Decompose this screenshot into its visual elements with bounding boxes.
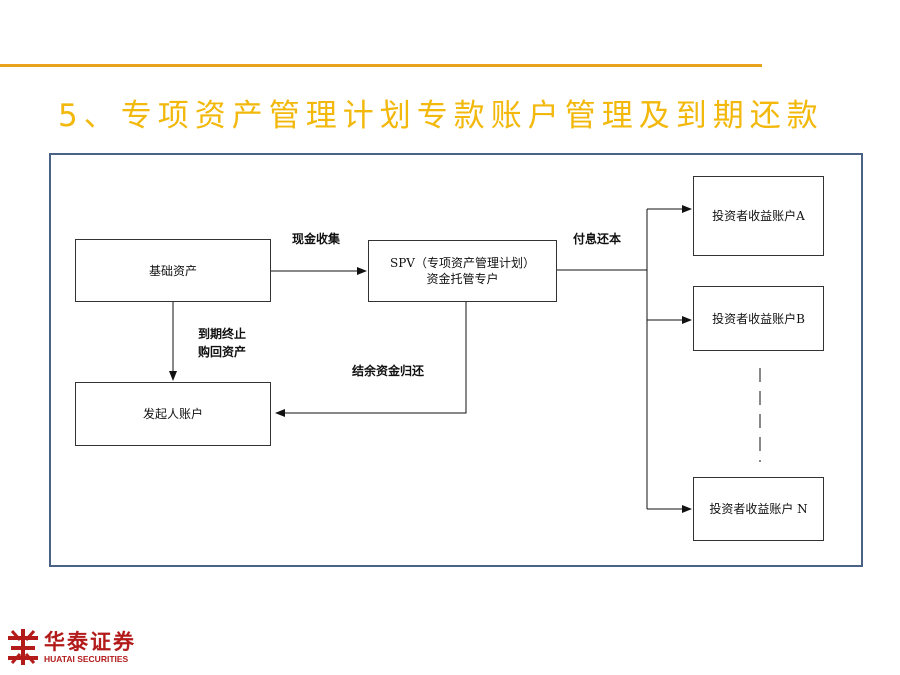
diagram-frame [49, 153, 863, 567]
huatai-logo-mark [6, 628, 40, 666]
node-investor-a-label: 投资者收益账户A [712, 209, 805, 223]
node-investor-n-label: 投资者收益账户 N [709, 502, 808, 516]
slide-title: 5、专项资产管理计划专款账户管理及到期还款 [58, 98, 824, 134]
node-investor-account-b: 投资者收益账户B [693, 286, 824, 351]
node-originator-label: 发起人账户 [142, 407, 203, 421]
node-underlying-assets-label: 基础资产 [148, 263, 197, 278]
node-originator-account: 发起人账户 [75, 382, 271, 446]
label-maturity-repurchase: 到期终止 购回资产 [198, 327, 247, 359]
top-rule [0, 64, 762, 67]
label-cash-collection: 现金收集 [292, 232, 341, 246]
logo-en-text: HUATAI SECURITIES [44, 654, 129, 664]
node-investor-account-n: 投资者收益账户 N [693, 477, 824, 541]
node-spv-label: SPV（专项资产管理计划） 资金托管专户 [390, 256, 535, 286]
arrow-residual-return [275, 302, 467, 417]
huatai-logo: 华泰证券 HUATAI SECURITIES [6, 626, 156, 670]
label-residual-return: 结余资金归还 [352, 364, 425, 378]
label-interest-repayment: 付息还本 [573, 232, 622, 246]
node-underlying-assets: 基础资产 [75, 239, 271, 302]
node-investor-account-a: 投资者收益账户A [693, 176, 824, 256]
node-investor-b-label: 投资者收益账户B [712, 311, 805, 326]
logo-cn-text: 华泰证券 [44, 630, 136, 654]
node-spv-custody-account: SPV（专项资产管理计划） 资金托管专户 [368, 240, 557, 302]
